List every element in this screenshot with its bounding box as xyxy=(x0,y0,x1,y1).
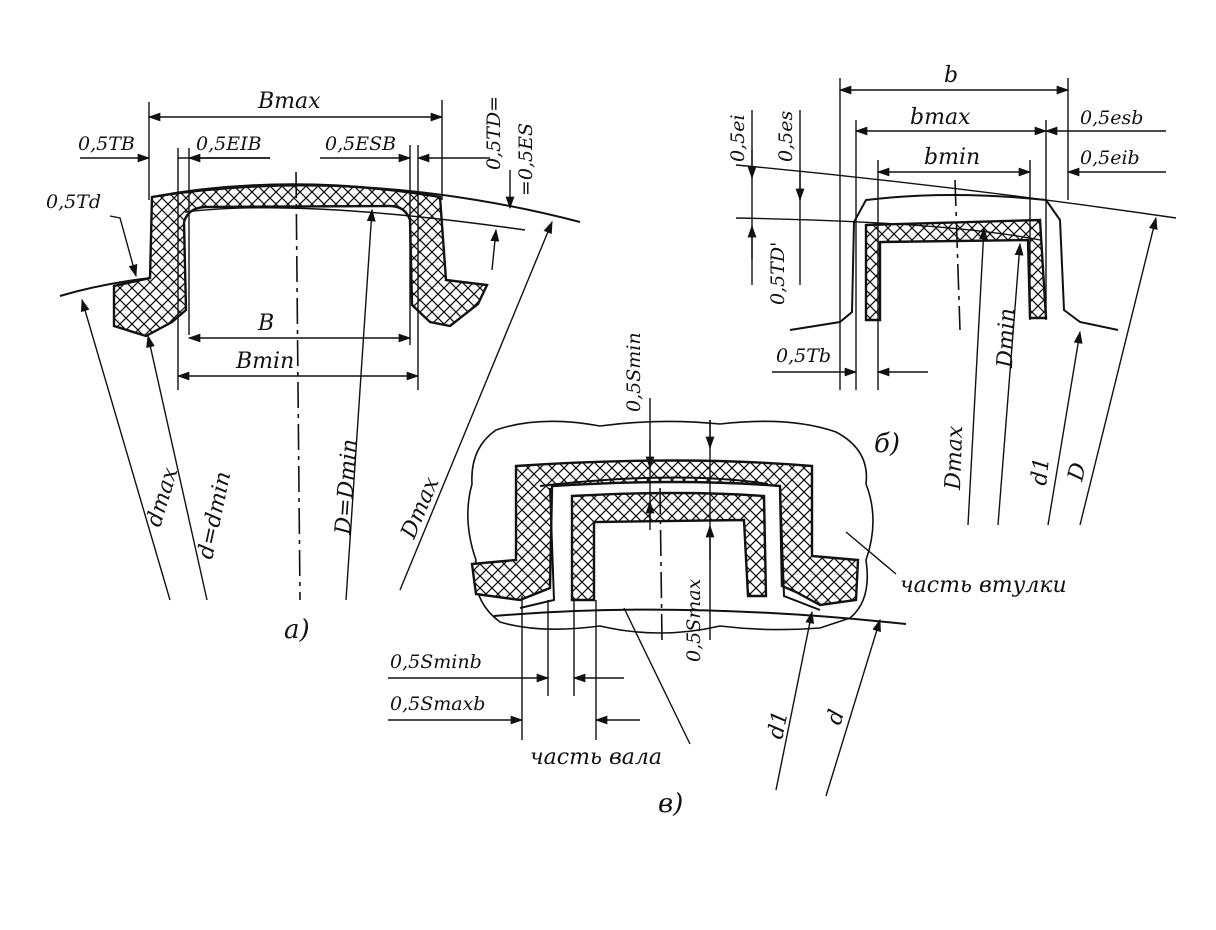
fig-a-esb-label: 0,5ESB xyxy=(325,133,396,155)
fig-a-dDmin-label: D=Dmin xyxy=(331,438,363,536)
fig-v-caption: в) xyxy=(658,789,683,819)
fig-b-bmin-label: bmin xyxy=(924,145,980,170)
fig-a-eib-label: 0,5EIB xyxy=(196,133,262,155)
fig-b-dmax-label: Dmax xyxy=(941,425,968,491)
fig-v-d1-label: d1 xyxy=(763,709,793,742)
fig-a-b-label: B xyxy=(257,311,274,336)
fig-b-b-label: b xyxy=(944,63,958,88)
fig-b-esb-label: 0,5esb xyxy=(1080,107,1143,129)
fig-a-Dmax-label: Dmax xyxy=(396,473,445,543)
fig-a-bmax-label: Bmax xyxy=(257,89,321,114)
fig-v-hub-part-label: часть втулки xyxy=(900,573,1067,598)
fig-b-ei-label: 0,5ei xyxy=(727,114,749,162)
fig-a-dmax-label: dmax xyxy=(142,464,184,530)
fig-a-tdes-label: 0,5TD= xyxy=(483,96,505,170)
fig-b-caption: б) xyxy=(874,429,900,459)
fig-b-bmax-label: bmax xyxy=(910,105,971,130)
fig-b-es-label: 0,5es xyxy=(775,111,797,162)
fig-v-shaft-part-label: часть вала xyxy=(530,745,662,770)
fig-v-sminb-label: 0,5Sminb xyxy=(390,651,482,673)
fig-b-d1-label: d1 xyxy=(1027,456,1055,487)
fig-b-eib-label: 0,5eib xyxy=(1080,147,1140,169)
figure-b: b bmax bmin 0,5esb 0,5eib 0,5ei 0,5es 0,… xyxy=(727,63,1177,526)
fig-a-key-profile xyxy=(112,183,489,338)
fig-v-smaxb-label: 0,5Smaxb xyxy=(390,693,485,715)
fig-v-d-label: d xyxy=(822,707,850,728)
fig-a-ddmin-label: d=dmin xyxy=(193,469,236,561)
fig-b-D-label: D xyxy=(1063,460,1092,484)
fig-b-tdp-label: 0,5TD' xyxy=(767,242,789,305)
fig-a-tb-label: 0,5TB xyxy=(78,133,135,155)
fig-b-tb-label: 0,5Tb xyxy=(776,345,831,367)
fig-b-dmin-label: Dmin xyxy=(993,308,1020,370)
fig-a-td-label: 0,5Td xyxy=(46,191,101,213)
fig-a-bmin-label: Bmin xyxy=(235,349,294,374)
fig-a-es-label: =0,5ES xyxy=(515,123,537,196)
fig-b-key-profile xyxy=(864,218,1048,322)
fig-a-caption: а) xyxy=(284,615,310,645)
fig-v-smax-label: 0,5Smax xyxy=(683,578,705,662)
figure-v: 0,5Smin 0,5Smax 0,5Sminb 0,5Smaxb часть … xyxy=(388,332,1067,819)
fig-v-smin-label: 0,5Smin xyxy=(623,332,645,412)
fig-v-shaft-profile xyxy=(570,491,768,602)
